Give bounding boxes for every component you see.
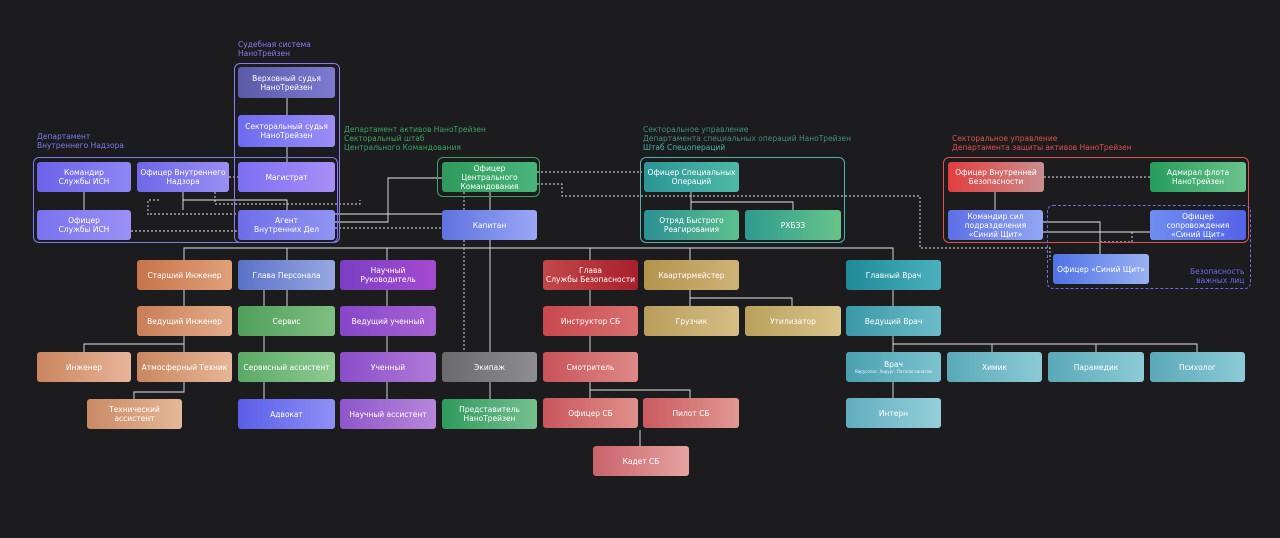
lawyer-box[interactable]: Адвокат [238, 399, 335, 429]
specops-frame [640, 157, 845, 243]
blueshield-officer-box[interactable]: Офицер «Синий Щит» [1053, 254, 1149, 284]
assets-frame [437, 157, 540, 197]
tech-assistant-box[interactable]: Технический ассистент [87, 399, 182, 429]
cargo-box[interactable]: Грузчик [644, 306, 739, 336]
cmo-box[interactable]: Главный Врач [846, 260, 941, 290]
atmos-tech-box[interactable]: Атмосферный Техник [137, 352, 232, 382]
sec-officer-box[interactable]: Офицер СБ [543, 398, 638, 428]
magistrate-box[interactable]: Магистрат [238, 162, 335, 192]
vip-frame [1047, 205, 1251, 289]
service-box[interactable]: Сервис [238, 306, 335, 336]
psychologist-box[interactable]: Психолог [1150, 352, 1245, 382]
internal-frame [33, 157, 338, 243]
lead-engineer-box[interactable]: Ведущий Инженер [137, 306, 232, 336]
crew-box[interactable]: Экипаж [442, 352, 537, 382]
sec-pilot-box[interactable]: Пилот СБ [643, 398, 739, 428]
escort-officer-box[interactable]: Офицер сопровождения«Синий Щит» [1150, 210, 1246, 240]
intern-box[interactable]: Интерн [846, 398, 941, 428]
engineer-box[interactable]: Инженер [37, 352, 131, 382]
sci-assistant-box[interactable]: Научный ассистент [340, 399, 436, 429]
chemist-box[interactable]: Химик [947, 352, 1042, 382]
service-assistant-box[interactable]: Сервисный ассистент [238, 352, 335, 382]
scientist-box[interactable]: Ученный [340, 352, 436, 382]
lead-doctor-box[interactable]: Ведущий Врач [846, 306, 941, 336]
paramedic-box[interactable]: Парамедик [1048, 352, 1144, 382]
hop-box[interactable]: Глава Персонала [238, 260, 335, 290]
qm-box[interactable]: Квартирмейстер [644, 260, 739, 290]
sec-cadet-box[interactable]: Кадет СБ [593, 446, 689, 476]
protect-frame [943, 157, 1249, 243]
recycler-box[interactable]: Утилизатор [745, 306, 841, 336]
sec-instructor-box[interactable]: Инструктор СБ [543, 306, 638, 336]
lead-scientist-box[interactable]: Ведущий ученный [340, 306, 436, 336]
rhbz-box[interactable]: РХБЗЗ [745, 210, 841, 240]
warden-box[interactable]: Смотритель [543, 352, 638, 382]
captain-box[interactable]: Капитан [442, 210, 537, 240]
chief-engineer-box[interactable]: Старший Инженер [137, 260, 232, 290]
